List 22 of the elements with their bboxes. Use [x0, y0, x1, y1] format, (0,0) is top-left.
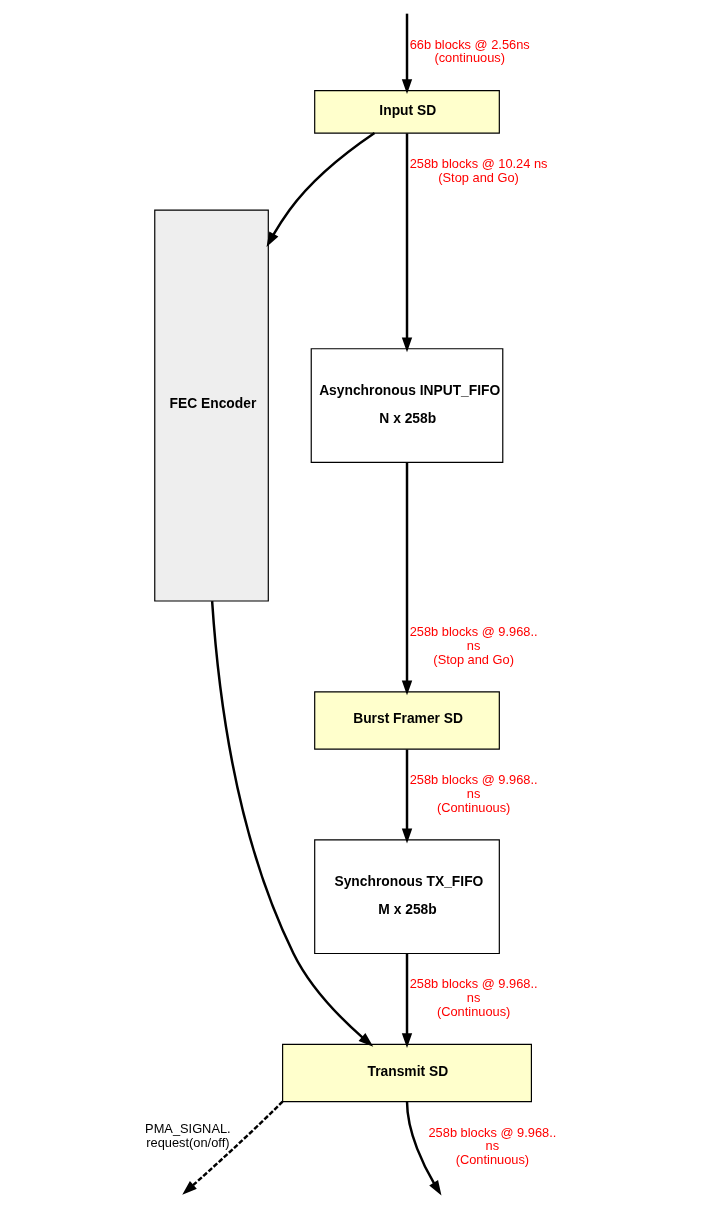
- node-box: Burst Framer SD: [314, 691, 500, 750]
- edge-label: 66b blocks @ 2.56ns (continuous): [409, 36, 530, 66]
- node-box: Asynchronous INPUT_FIFO N x 258b: [310, 348, 504, 463]
- edge-label: 258b blocks @ 9.968.. ns (Continuous): [409, 772, 538, 815]
- arrow: [401, 13, 413, 95]
- edge-label: 258b blocks @ 9.968.. ns (Stop and Go): [409, 623, 538, 667]
- node-box: FEC Encoder: [154, 209, 269, 602]
- arrow: [401, 462, 413, 696]
- arrow: [401, 953, 413, 1048]
- arrow: [182, 1100, 284, 1195]
- node-box: Input SD: [314, 90, 500, 134]
- arrow: [401, 133, 413, 353]
- edge-label: 258b blocks @ 10.24 ns (Stop and Go): [409, 156, 548, 185]
- arrow: [401, 749, 413, 844]
- edge-label: 258b blocks @ 9.968.. ns (Continuous): [409, 976, 538, 1020]
- node-box: Synchronous TX_FIFO M x 258b: [314, 839, 500, 955]
- arrow: [405, 1101, 442, 1196]
- arrow: [210, 601, 374, 1047]
- edge-label: PMA_SIGNAL. request(on/off): [145, 1120, 231, 1150]
- edge-label: 258b blocks @ 9.968.. ns (Continuous): [428, 1124, 557, 1168]
- arrow: [266, 132, 376, 247]
- node-box: Transmit SD: [282, 1043, 532, 1103]
